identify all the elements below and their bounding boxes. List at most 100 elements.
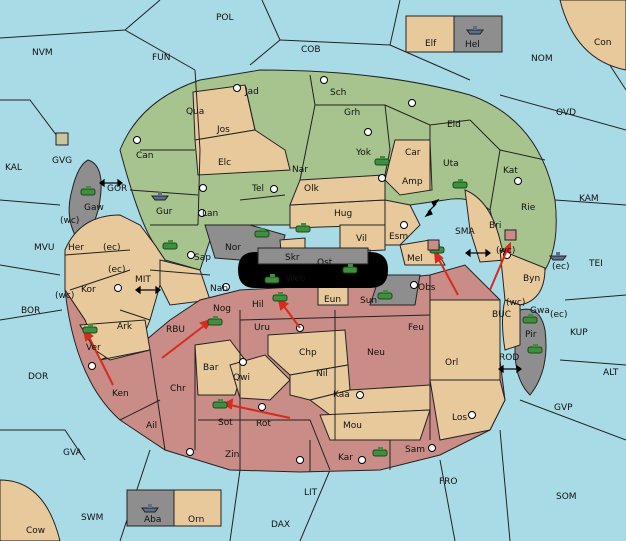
sea-label: POL [216, 13, 234, 23]
territory-label: Can [136, 151, 154, 161]
army-unit[interactable] [527, 344, 543, 354]
territory-label: Jad [244, 87, 259, 97]
territory-label: Orn [188, 515, 204, 525]
territory-label: Tel [251, 184, 264, 194]
territory-label: Byn [523, 274, 540, 284]
army-unit[interactable] [207, 316, 223, 326]
fleet-unit[interactable] [151, 192, 169, 201]
coast-label: (ec) [550, 310, 568, 320]
territory-label: Los [452, 413, 467, 423]
region-mou[interactable] [319, 409, 431, 441]
territory-label: Gur [156, 207, 173, 217]
army-unit[interactable] [80, 186, 96, 196]
territory-label: Eun [324, 295, 341, 305]
crossing-arrows [99, 178, 522, 374]
army-unit[interactable] [254, 228, 270, 238]
army-unit[interactable] [264, 274, 280, 284]
sea-label: MIT [135, 275, 151, 285]
region-elc[interactable] [194, 129, 291, 176]
units-layer [80, 26, 567, 513]
territory-label: Chp [299, 348, 317, 358]
territory-label: Uta [443, 159, 459, 169]
territory-label: Pir [525, 330, 537, 340]
territory-label: Zin [225, 450, 239, 460]
territory-label: Orl [445, 358, 458, 368]
army-unit[interactable] [295, 223, 311, 233]
sea-label: OVD [556, 108, 576, 118]
region-orl[interactable] [429, 299, 501, 381]
region-gvg-island[interactable] [55, 132, 69, 146]
army-unit[interactable] [342, 264, 358, 274]
territory-label: Sot [218, 418, 233, 428]
fleet-unit[interactable] [466, 26, 484, 35]
coast-labels: (wc) (ec) (ec) (wc) (wc) (ec) (wc) (ec) [55, 216, 570, 320]
territory-label: Nor [225, 243, 241, 253]
territory-label: Qwi [233, 373, 250, 383]
sea-label: SOM [556, 492, 577, 502]
sea-label: KAM [579, 194, 599, 204]
army-unit[interactable] [372, 447, 388, 457]
retreat-marker [427, 239, 440, 251]
sea-label: COB [301, 45, 321, 55]
region-vil[interactable] [339, 224, 386, 253]
territory-label: Gaw [84, 203, 104, 213]
territory-label: Bri [489, 221, 501, 231]
territory-label: Obs [418, 283, 436, 293]
fleet-unit[interactable] [549, 252, 567, 261]
army-unit[interactable] [162, 240, 178, 250]
territory-label: Nog [213, 304, 231, 314]
territory-label: Neu [367, 348, 385, 358]
territory-label: Aba [144, 515, 161, 525]
territory-label: Car [405, 148, 421, 158]
army-unit[interactable] [522, 314, 538, 324]
territory-label: Sap [194, 253, 211, 263]
region-nab[interactable] [159, 259, 211, 306]
territory-label: Ken [112, 389, 129, 399]
territory-label: Skr [285, 253, 300, 263]
territory-label: Her [68, 243, 84, 253]
coast-label: (ec) [103, 243, 121, 253]
territory-label: Elc [218, 158, 231, 168]
region-bri[interactable] [464, 189, 506, 263]
army-unit[interactable] [377, 290, 393, 300]
coast-label: (wc) [506, 298, 525, 308]
region-elf[interactable] [405, 15, 455, 53]
territory-label: Qua [186, 107, 204, 117]
territory-label: Nab [210, 284, 228, 294]
territory-label: Olk [304, 184, 320, 194]
sea-label: MVU [34, 243, 55, 253]
region-gwa[interactable] [502, 299, 521, 351]
army-unit[interactable] [212, 399, 228, 409]
coast-label: (ec) [108, 265, 126, 275]
army-unit[interactable] [272, 292, 288, 302]
sea-label: ALT [603, 368, 619, 378]
territory-label: Ail [146, 421, 157, 431]
army-unit[interactable] [452, 179, 468, 189]
territory-label: Vil [356, 234, 367, 244]
territory-label: Gwa [530, 306, 550, 316]
fleet-unit[interactable] [141, 504, 159, 513]
sea-label: FRO [439, 477, 458, 487]
territory-label: Chr [170, 384, 186, 394]
territory-label: Ark [117, 322, 133, 332]
sea-label: NVM [32, 48, 53, 58]
territory-label: Amp [402, 177, 423, 187]
territory-label: Sch [330, 88, 346, 98]
region-amp[interactable] [384, 139, 433, 196]
army-unit[interactable] [374, 156, 390, 166]
region-orn[interactable] [173, 489, 222, 527]
territory-label: Kor [81, 285, 96, 295]
sea-label: GVP [554, 403, 573, 413]
territory-label: Nar [292, 165, 308, 175]
territory-label: Yok [355, 148, 372, 158]
territory-label: Rot [256, 419, 271, 429]
coast-label: (wc) [60, 216, 79, 226]
army-unit[interactable] [82, 324, 98, 334]
sea-label: BUC [492, 310, 511, 320]
sea-label: SMA [455, 227, 475, 237]
region-los[interactable] [429, 379, 506, 441]
region-qwi[interactable] [229, 354, 291, 401]
sea-label: LIT [304, 488, 318, 498]
territory-label: Mou [343, 421, 362, 431]
